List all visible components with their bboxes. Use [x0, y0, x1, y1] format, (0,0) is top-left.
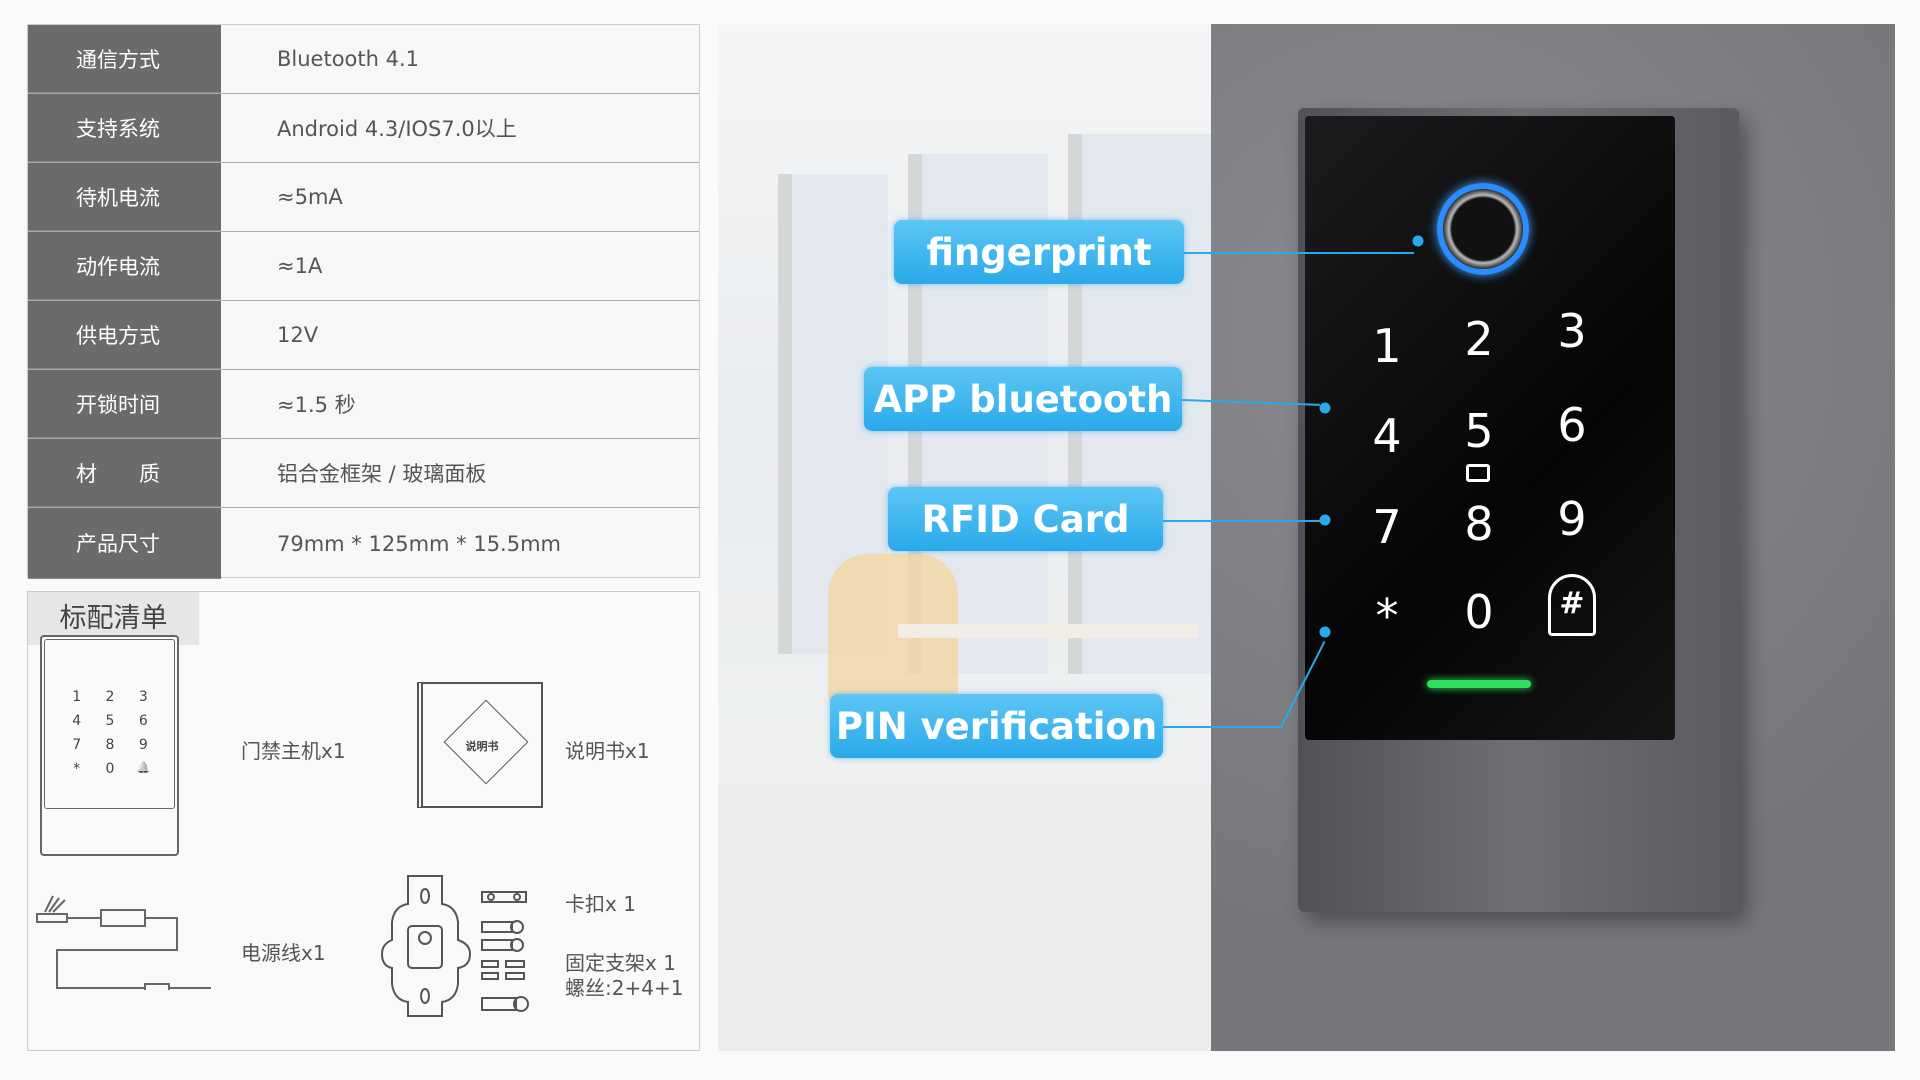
- manual-label: 说明书x1: [565, 739, 650, 763]
- mini-key: 6: [138, 713, 148, 729]
- spec-label: 产品尺寸: [28, 508, 221, 579]
- keypad-key: 3: [1557, 304, 1587, 358]
- keypad-key: 8: [1464, 497, 1494, 551]
- keypad-unit-drawing: 1 2 3 4 5 6 7 8 9 * 0 🔔: [40, 635, 179, 856]
- mini-key: 4: [72, 713, 82, 729]
- spec-row: 产品尺寸 79mm * 125mm * 15.5mm: [28, 508, 699, 579]
- mini-key: 3: [138, 689, 148, 705]
- screws-label: 螺丝:2+4+1: [565, 976, 684, 1000]
- spec-value: ≈1.5 秒: [277, 393, 356, 417]
- spec-row: 供电方式 12V: [28, 301, 699, 370]
- feature-app-bluetooth: APP bluetooth: [864, 367, 1182, 431]
- spec-table: 通信方式 Bluetooth 4.1 支持系统 Android 4.3/IOS7.0…: [27, 24, 700, 579]
- spec-value: 79mm * 125mm * 15.5mm: [277, 531, 562, 556]
- spec-value: 铝合金框架 / 玻璃面板: [277, 462, 487, 486]
- spec-label: 供电方式: [28, 301, 221, 369]
- spec-label: 开锁时间: [28, 370, 221, 438]
- mini-key: 8: [105, 737, 115, 753]
- callout-dot: [1412, 235, 1424, 247]
- spec-label: 材 质: [28, 439, 221, 507]
- spec-row: 待机电流 ≈5mA: [28, 163, 699, 232]
- spec-row: 材 质 铝合金框架 / 玻璃面板: [28, 439, 699, 508]
- manual-cover-text: 说明书: [465, 740, 499, 753]
- card-icon: [1466, 464, 1490, 482]
- bracket-and-screws-drawing: [380, 875, 529, 1017]
- power-cable-drawing: [36, 895, 211, 990]
- spec-value: Android 4.3/IOS7.0以上: [277, 117, 517, 141]
- spec-row: 通信方式 Bluetooth 4.1: [28, 25, 699, 94]
- mini-key: 🔔: [136, 761, 151, 774]
- keypad-key: 0: [1464, 585, 1494, 639]
- keypad-key: 2: [1464, 312, 1494, 366]
- spec-label: 通信方式: [28, 25, 221, 93]
- keypad-key: 6: [1557, 398, 1587, 452]
- feature-fingerprint: fingerprint: [894, 220, 1184, 284]
- spec-label: 待机电流: [28, 163, 221, 231]
- spec-value: Bluetooth 4.1: [277, 47, 420, 71]
- spec-row: 支持系统 Android 4.3/IOS7.0以上: [28, 94, 699, 163]
- cable-label: 电源线x1: [241, 941, 326, 965]
- mini-key: *: [73, 761, 81, 777]
- spec-value: 12V: [277, 323, 319, 347]
- bracket-label: 固定支架x 1: [565, 951, 676, 975]
- callout-dot: [1319, 514, 1331, 526]
- spec-row: 开锁时间 ≈1.5 秒: [28, 370, 699, 439]
- spec-label: 支持系统: [28, 94, 221, 162]
- manual-drawing: 说明书: [417, 682, 543, 808]
- mini-key: 2: [105, 689, 115, 705]
- mini-key: 7: [72, 737, 82, 753]
- keypad-key: 1: [1372, 319, 1402, 373]
- main-unit-label: 门禁主机x1: [241, 739, 346, 763]
- spec-value: ≈5mA: [277, 185, 343, 209]
- spec-row: 动作电流 ≈1A: [28, 232, 699, 301]
- doorbell-icon: #: [1548, 574, 1596, 636]
- clip-label: 卡扣x 1: [565, 892, 636, 916]
- keypad-key: *: [1375, 589, 1399, 643]
- mini-key: 5: [105, 713, 115, 729]
- spec-label: 动作电流: [28, 232, 221, 300]
- mini-key: 0: [105, 761, 115, 777]
- feature-rfid-card: RFID Card: [888, 487, 1163, 551]
- fingerprint-sensor-icon: [1437, 183, 1529, 275]
- callout-dot: [1319, 402, 1331, 414]
- callout-dot: [1319, 626, 1331, 638]
- mini-key: 1: [72, 689, 82, 705]
- keypad-key: 9: [1557, 492, 1587, 546]
- feature-pin-verification: PIN verification: [830, 694, 1163, 758]
- keypad-key: 4: [1372, 409, 1402, 463]
- doorbell-hash: #: [1559, 586, 1585, 621]
- status-led: [1427, 680, 1531, 688]
- keypad-key: 7: [1372, 500, 1402, 554]
- spec-value: ≈1A: [277, 254, 323, 278]
- keypad-key: 5: [1464, 404, 1494, 458]
- product-photo: 1 2 3 4 5 6 7 8 9 * 0 # fingerprint APP …: [718, 24, 1895, 1051]
- mini-key: 9: [138, 737, 148, 753]
